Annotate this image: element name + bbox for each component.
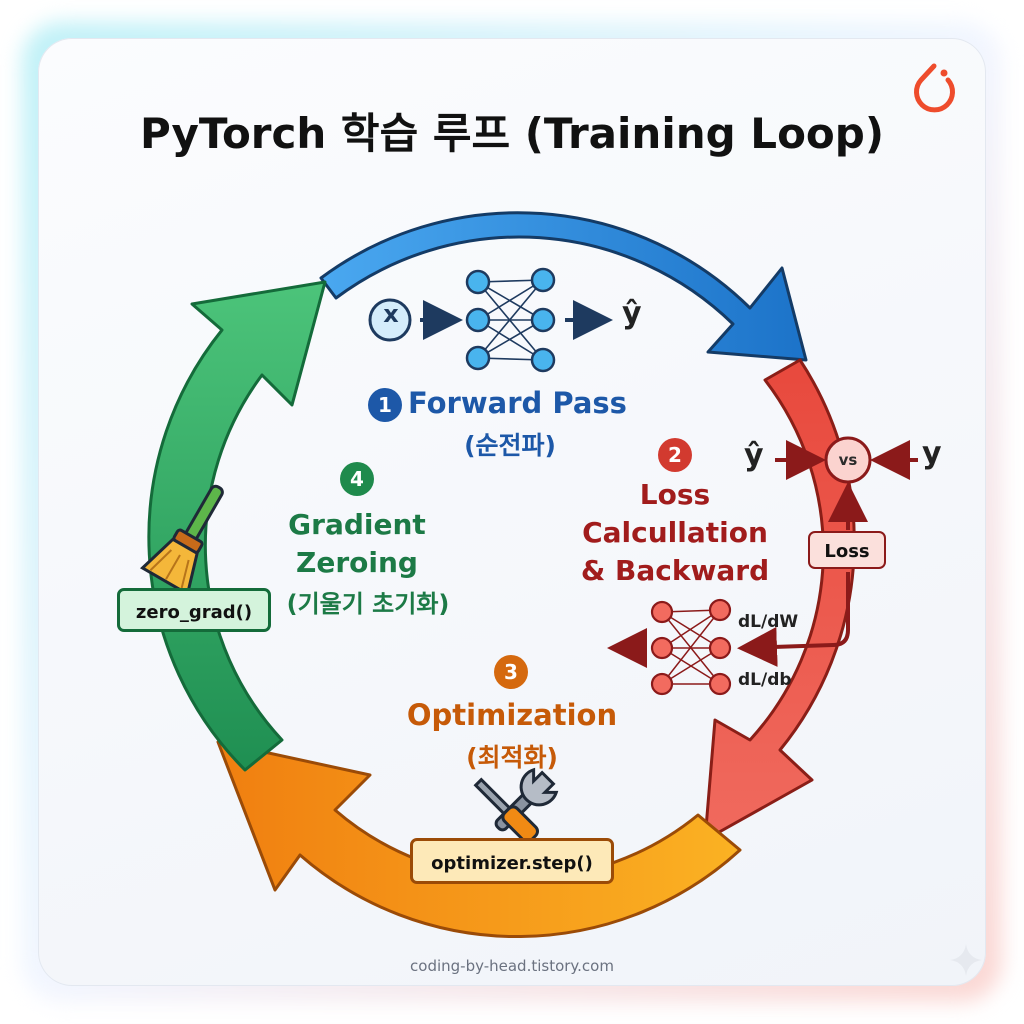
neural-network-icon: [465, 267, 556, 373]
loss-pred-label: ŷ: [744, 438, 764, 473]
optimizer-step-code: optimizer.step(): [410, 838, 614, 884]
loss-target-label: y: [922, 436, 942, 471]
prediction-label: ŷ: [622, 296, 642, 331]
zero-grad-code: zero_grad(): [117, 588, 271, 632]
step4-line3: (기울기 초기화): [286, 590, 450, 618]
broom-icon: [139, 484, 224, 597]
wrench-screwdriver-icon: [473, 767, 559, 844]
diagram-title: PyTorch 학습 루프 (Training Loop): [139, 109, 885, 158]
input-node: [368, 298, 412, 342]
step4-badge: 4: [340, 462, 374, 496]
step2-line1: Loss: [639, 478, 711, 511]
loss-box: Loss: [808, 531, 886, 569]
backward-network-icon: [650, 598, 732, 696]
step2-badge: 2: [658, 438, 692, 472]
grad-b-label: dL/db: [738, 670, 792, 690]
footer-url: coding-by-head.tistory.com: [410, 957, 614, 975]
step1-badge: 1: [368, 388, 402, 422]
grad-w-label: dL/dW: [738, 612, 799, 632]
loss-arrow: [703, 358, 856, 842]
step4-line1: Gradient: [288, 508, 426, 541]
step3-subtitle: (최적화): [466, 743, 558, 772]
sparkle-icon: [950, 944, 982, 976]
pytorch-logo-icon: [914, 63, 955, 113]
step3-title: Optimization: [406, 698, 618, 732]
forward-arrow: [319, 211, 808, 362]
compare-vs-label: vs: [838, 451, 858, 469]
step4-line2: Zeroing: [296, 546, 418, 579]
step3-badge: 3: [494, 655, 528, 689]
step2-line3: & Backward: [580, 554, 770, 587]
input-x-label: x: [383, 300, 399, 328]
step2-line2: Calcullation: [582, 516, 768, 549]
step1-subtitle: (순전파): [464, 431, 556, 460]
step1-title: Forward Pass: [408, 386, 627, 420]
